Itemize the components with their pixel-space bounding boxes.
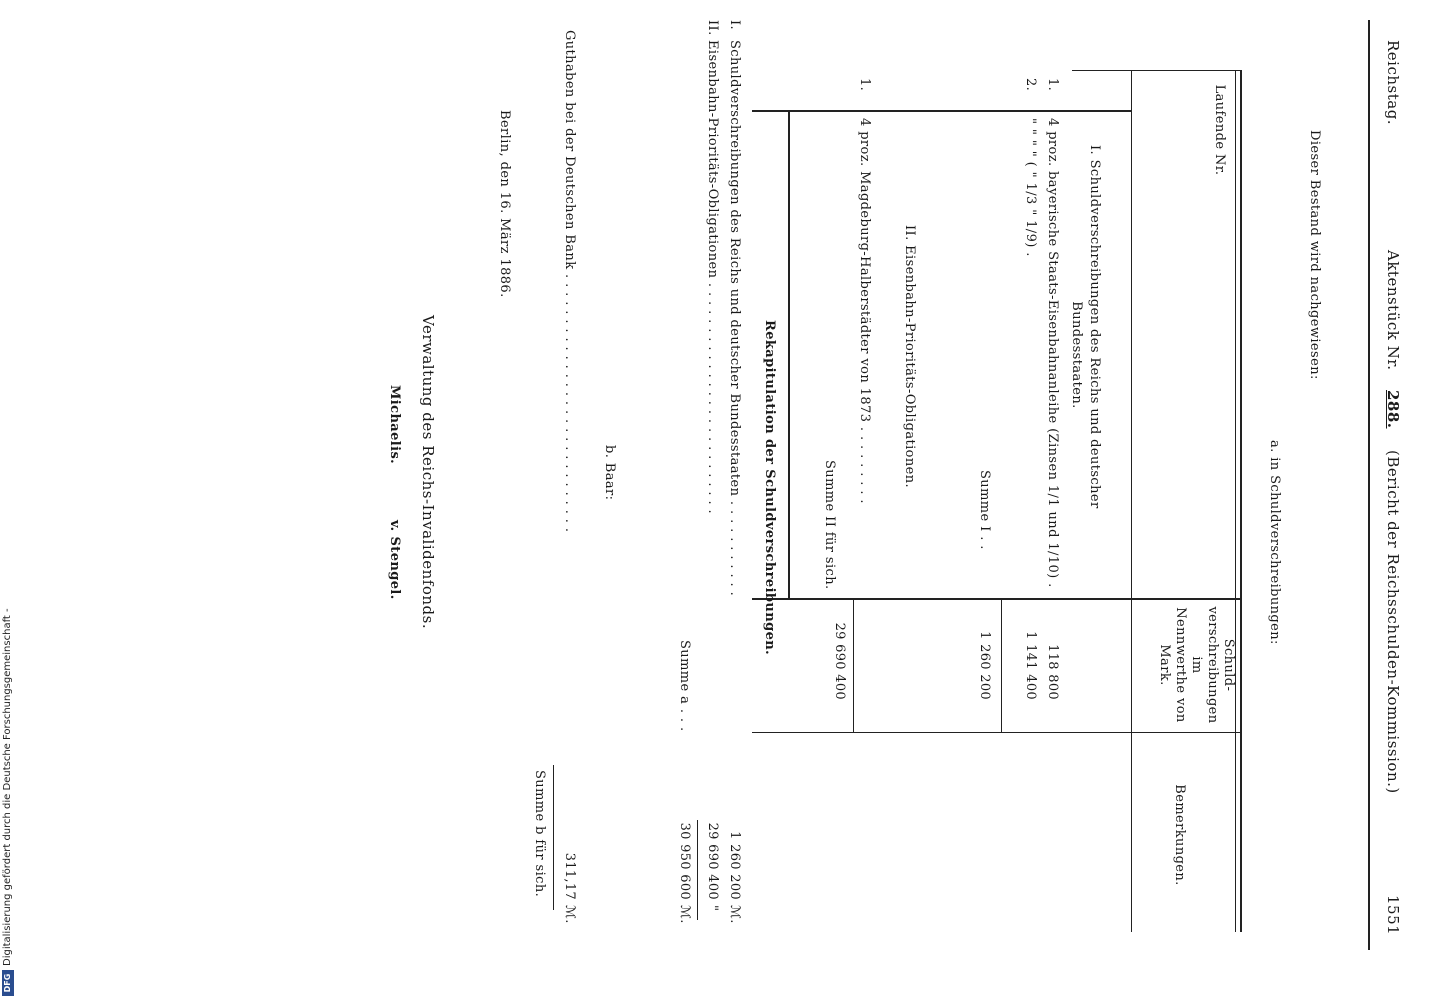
page-number: 1551 — [1384, 895, 1402, 936]
recap-summe-value: 30 950 600 — [677, 822, 692, 900]
col-schuld-line-5: Mark. — [1157, 644, 1172, 686]
col-schuld-line-3: im — [1189, 656, 1204, 674]
col-schuld-left-rule — [752, 598, 1242, 600]
summe1-label: Summe I . . — [977, 470, 992, 550]
table-header-bottom-rule — [1131, 70, 1132, 932]
recap-row1-text: Schuldverschreibungen des Reichs und deu… — [727, 40, 742, 597]
col-laufende-header: Laufende Nr. — [1212, 84, 1227, 176]
group2-bottom-rule — [788, 110, 790, 598]
col-schuld-line-2: verschreibungen — [1205, 606, 1220, 724]
recap-summe-unit: ℳ. — [677, 905, 692, 924]
recap-row2-value: 29 690 400 — [705, 822, 720, 900]
signer-2: v. Stengel. — [387, 520, 402, 600]
section-b-summe-label: Summe b für sich. — [532, 770, 547, 898]
recap-row1-unit: ℳ. — [727, 905, 742, 924]
row2-nr: 2. — [1023, 78, 1038, 92]
recap-row2-nr: II. — [705, 20, 720, 36]
table-top-rule-2 — [1235, 70, 1236, 932]
group1-title-line2: Bundesstaaten. — [1069, 301, 1084, 409]
table-left-rule — [1072, 70, 1242, 71]
col-nr-rule — [752, 110, 1132, 112]
header-rule — [1368, 20, 1370, 950]
table-top-rule — [1240, 70, 1242, 932]
col-schuld-line-4: Nennwerthe von — [1173, 607, 1188, 723]
col-schuld-right-rule — [752, 732, 1242, 733]
summe1-value: 1 260 200 — [977, 631, 992, 700]
row2-value: 1 141 400 — [1023, 631, 1038, 700]
sidebar-credit: DFG Digitalisierung gefördert durch die … — [0, 0, 16, 1000]
section-b-rule — [553, 765, 554, 910]
row1-value: 118 800 — [1045, 644, 1060, 700]
row1-text: 4 proz. bayerische Staats-Eisenbahnanlei… — [1045, 118, 1060, 588]
row3-nr: 1. — [857, 78, 872, 92]
row1-nr: 1. — [1045, 78, 1060, 92]
section-b-text: Guthaben bei der Deutschen Bank . . . . … — [562, 30, 577, 533]
row2-text: " " " " ( " 1/3 " 1/9) . — [1023, 118, 1038, 257]
section-b-value: 311,17 — [562, 852, 577, 900]
signer-1: Michaelis. — [387, 385, 402, 465]
recap-summe-label: Summe a . . . — [677, 640, 692, 732]
sidebar-credit-text: DFG Digitalisierung gefördert durch die … — [0, 0, 16, 1000]
summe2-label: Summe II für sich. — [822, 460, 837, 590]
group2-title: II. Eisenbahn-Prioritäts-Obligationen. — [902, 225, 917, 489]
section-a-title: a. in Schuldverschreibungen: — [1267, 440, 1282, 645]
header-aktenstueck-nr: 288. — [1384, 390, 1402, 429]
recap-sum-rule — [697, 820, 698, 920]
recap-row1-nr: I. — [727, 20, 742, 31]
recap-row2-text: Eisenbahn-Prioritäts-Obligationen . . . … — [705, 40, 720, 515]
row3-value: 29 690 400 — [832, 622, 847, 700]
col-bemerkungen-header: Bemerkungen. — [1172, 784, 1187, 886]
row3-text: 4 proz. Magdeburg-Halberstädter von 1873… — [857, 118, 872, 504]
header-left: Reichstag. — [1384, 40, 1402, 126]
authority: Verwaltung des Reichs-Invalidenfonds. — [419, 315, 437, 630]
header-aktenstueck-label: Aktenstück Nr. — [1384, 250, 1402, 371]
place-date: Berlin, den 16. März 1886. — [497, 110, 512, 298]
group1-title-line1: I. Schuldverschreibungen des Reichs und … — [1087, 145, 1102, 509]
col-schuld-header: Schuld- verschreibungen im Nennwerthe vo… — [1156, 600, 1236, 730]
section-b-title: b. Baar: — [602, 445, 617, 501]
dfg-logo: DFG — [2, 970, 14, 996]
recap-row1-value: 1 260 200 — [727, 831, 742, 900]
summe1-rule — [1001, 599, 1002, 732]
row3-rule — [853, 599, 854, 732]
recap-title: Rekapitulation der Schuldverschreibungen… — [762, 320, 777, 656]
intro-text: Dieser Bestand wird nachgewiesen: — [1307, 130, 1322, 380]
header-title: (Bericht der Reichsschulden-Kommission.) — [1384, 450, 1402, 794]
sidebar-credit-label: Digitalisierung gefördert durch die Deut… — [2, 608, 13, 966]
section-b-unit: ℳ. — [562, 905, 577, 924]
col-schuld-line-1: Schuld- — [1221, 638, 1236, 692]
recap-row2-unit: " — [705, 905, 720, 912]
